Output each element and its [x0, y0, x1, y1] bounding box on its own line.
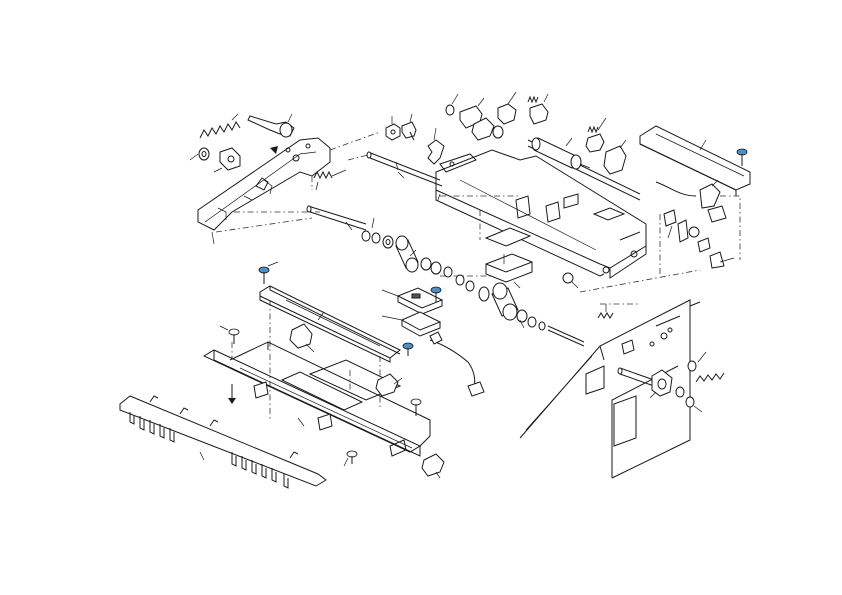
shaft-right — [617, 367, 673, 399]
arrow-marker — [270, 146, 278, 154]
clip-ring-right — [562, 272, 579, 289]
sensor-bracket-left — [289, 323, 315, 353]
upper-guide-plate — [259, 285, 401, 363]
lower-guide-tray — [202, 341, 431, 457]
spring-top-left — [199, 113, 241, 139]
screw-marked-4 — [736, 148, 748, 166]
comb-guide — [119, 395, 327, 489]
lever-top — [427, 127, 445, 165]
sheet-plate-center — [484, 227, 533, 289]
spring-center-right — [597, 304, 614, 319]
spring-right — [675, 351, 725, 413]
screw-marked-6 — [410, 398, 422, 416]
lever-lower-center — [375, 373, 403, 397]
nut-top — [385, 116, 401, 141]
roller-set-lower — [478, 282, 585, 347]
screw-marked-2 — [430, 286, 442, 302]
washer-left — [189, 147, 210, 161]
arrow-down — [228, 384, 236, 404]
bracket-top-center — [603, 139, 627, 175]
left-side-frame — [197, 137, 331, 245]
harness-center — [429, 331, 485, 397]
shaft-long-lower — [306, 205, 367, 231]
side-components-right — [663, 209, 735, 269]
top-small-parts — [445, 91, 549, 141]
roller-shaft-top — [527, 137, 641, 201]
screw-marked-5 — [219, 325, 240, 344]
right-side-frame — [519, 299, 701, 479]
spring-small-left — [313, 169, 347, 191]
screw-marked-7 — [343, 450, 358, 467]
screw-marked-1 — [258, 261, 279, 284]
screw-marked-3 — [402, 342, 414, 356]
harness-upper-right — [655, 179, 727, 223]
roller-set-upper — [361, 217, 475, 292]
sensor-board-center — [381, 287, 444, 337]
latch-lower — [421, 453, 445, 479]
screw-top — [401, 113, 417, 141]
shaft-long-upper — [366, 151, 443, 187]
bushing-bracket-left — [213, 147, 241, 173]
spring-top-center — [585, 117, 607, 153]
pin-shaft-top — [247, 113, 295, 138]
rail-bracket-upper-right — [639, 125, 751, 196]
